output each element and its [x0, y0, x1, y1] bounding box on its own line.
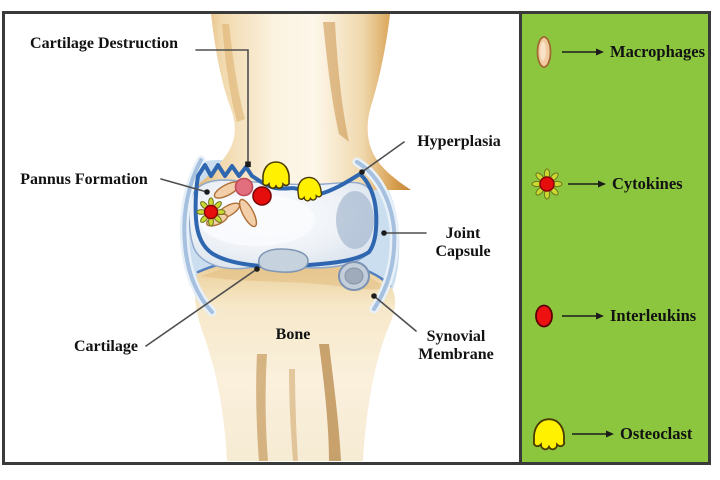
legend-label: Cytokines	[612, 174, 683, 193]
cytokine-icon	[531, 168, 563, 200]
macrophage-cells	[205, 181, 258, 228]
legend-item-cytokines: Cytokines	[530, 164, 683, 204]
legend-item-interleukins: Interleukins	[530, 296, 696, 336]
label-bone: Bone	[275, 326, 311, 343]
legend-label: Interleukins	[610, 306, 697, 325]
label-pannus-formation: Pannus Formation	[20, 171, 148, 188]
label-joint-capsule: Joint Capsule	[435, 225, 491, 260]
pannus-cells	[196, 161, 323, 228]
interleukin-icon	[535, 304, 553, 328]
legend-arrow-icon	[562, 48, 604, 56]
legend-item-macrophages: Macrophages	[530, 32, 705, 72]
femur-bone	[191, 14, 411, 190]
legend-panel: Macrophages	[519, 14, 708, 462]
label-cartilage: Cartilage	[74, 338, 138, 355]
osteoclast-icon	[532, 418, 566, 451]
joint-capsule-outline	[179, 155, 399, 317]
label-synovial-membrane: Synovial Membrane	[418, 328, 494, 363]
joint-illustration-svg	[145, 14, 427, 461]
interleukin-cell	[252, 186, 272, 206]
diagram-area: Cartilage Destruction Pannus Formation H…	[5, 14, 519, 462]
legend-item-osteoclast: Osteoclast	[530, 414, 692, 454]
osteoclast-cell	[262, 161, 290, 189]
cytokine-cell	[196, 197, 226, 227]
legend-label: Macrophages	[610, 42, 706, 61]
legend-arrow-icon	[568, 180, 606, 188]
leader-dots	[204, 161, 387, 299]
macrophage-icon	[536, 36, 552, 68]
legend-arrow-icon	[572, 430, 614, 438]
label-cartilage-destruction: Cartilage Destruction	[30, 35, 178, 52]
legend-arrow-icon	[562, 312, 604, 320]
cartilage-piece	[258, 248, 309, 273]
legend-label: Osteoclast	[620, 424, 693, 443]
figure-frame: Cartilage Destruction Pannus Formation H…	[2, 11, 711, 465]
leader-lines	[145, 49, 427, 347]
synoviocyte-cell	[234, 177, 254, 197]
synovial-nodule	[338, 261, 370, 291]
label-hyperplasia: Hyperplasia	[417, 133, 501, 150]
